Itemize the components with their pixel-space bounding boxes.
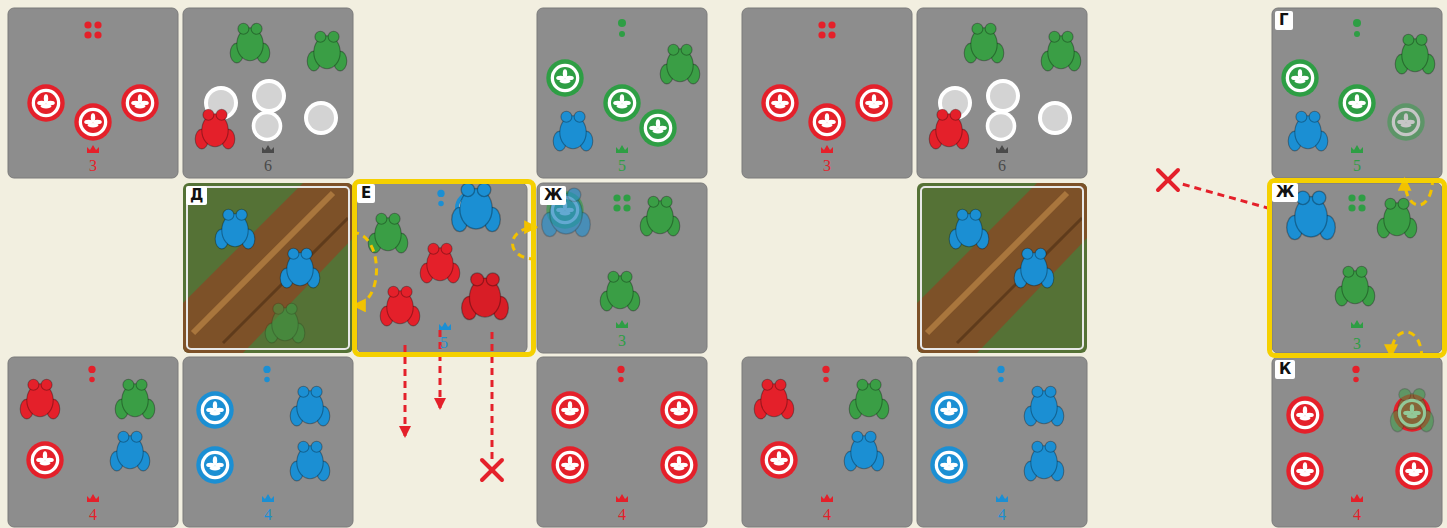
tile-letter: К (1275, 360, 1295, 379)
tile-score: 3 (89, 157, 97, 175)
tile-letter: Д (186, 186, 207, 205)
tile-score: 4 (264, 506, 272, 524)
board-tile: 4 (183, 357, 353, 527)
selected-tile: Е5 (352, 179, 536, 357)
board-tile: 4 (8, 357, 178, 527)
tile-score: 6 (998, 157, 1006, 175)
board-tile: Ж3 (537, 183, 707, 353)
tile-score: 4 (998, 506, 1006, 524)
board-tile: Г5 (1272, 8, 1442, 178)
board-tile: 5 (537, 8, 707, 178)
selected-tile: Ж3 (1267, 178, 1447, 358)
board-tile: 4 (917, 357, 1087, 527)
board-tile: 3 (8, 8, 178, 178)
tile-score: 5 (618, 157, 626, 175)
tile-score: 5 (1353, 157, 1361, 175)
board-tile: 4 (537, 357, 707, 527)
tile-letter: Г (1275, 11, 1293, 30)
tile-score: 4 (618, 506, 626, 524)
tile-score: 6 (264, 157, 272, 175)
tile-letter: Ж (1272, 183, 1298, 202)
tile-score: 5 (440, 334, 448, 352)
tile-score: 3 (1353, 335, 1361, 353)
board-tile: Д (183, 183, 353, 353)
board-tile: 6 (183, 8, 353, 178)
tile-score: 4 (1353, 506, 1361, 524)
board-tile: 6 (917, 8, 1087, 178)
tile-score: 4 (89, 506, 97, 524)
board-tile: К4 (1272, 357, 1442, 527)
tile-score: 3 (823, 157, 831, 175)
tile-score: 4 (823, 506, 831, 524)
tile-letter: Е (357, 184, 375, 203)
tile-letter: Ж (540, 186, 566, 205)
board-tile: 4 (742, 357, 912, 527)
board-tile: 3 (742, 8, 912, 178)
tile-score: 3 (618, 332, 626, 350)
